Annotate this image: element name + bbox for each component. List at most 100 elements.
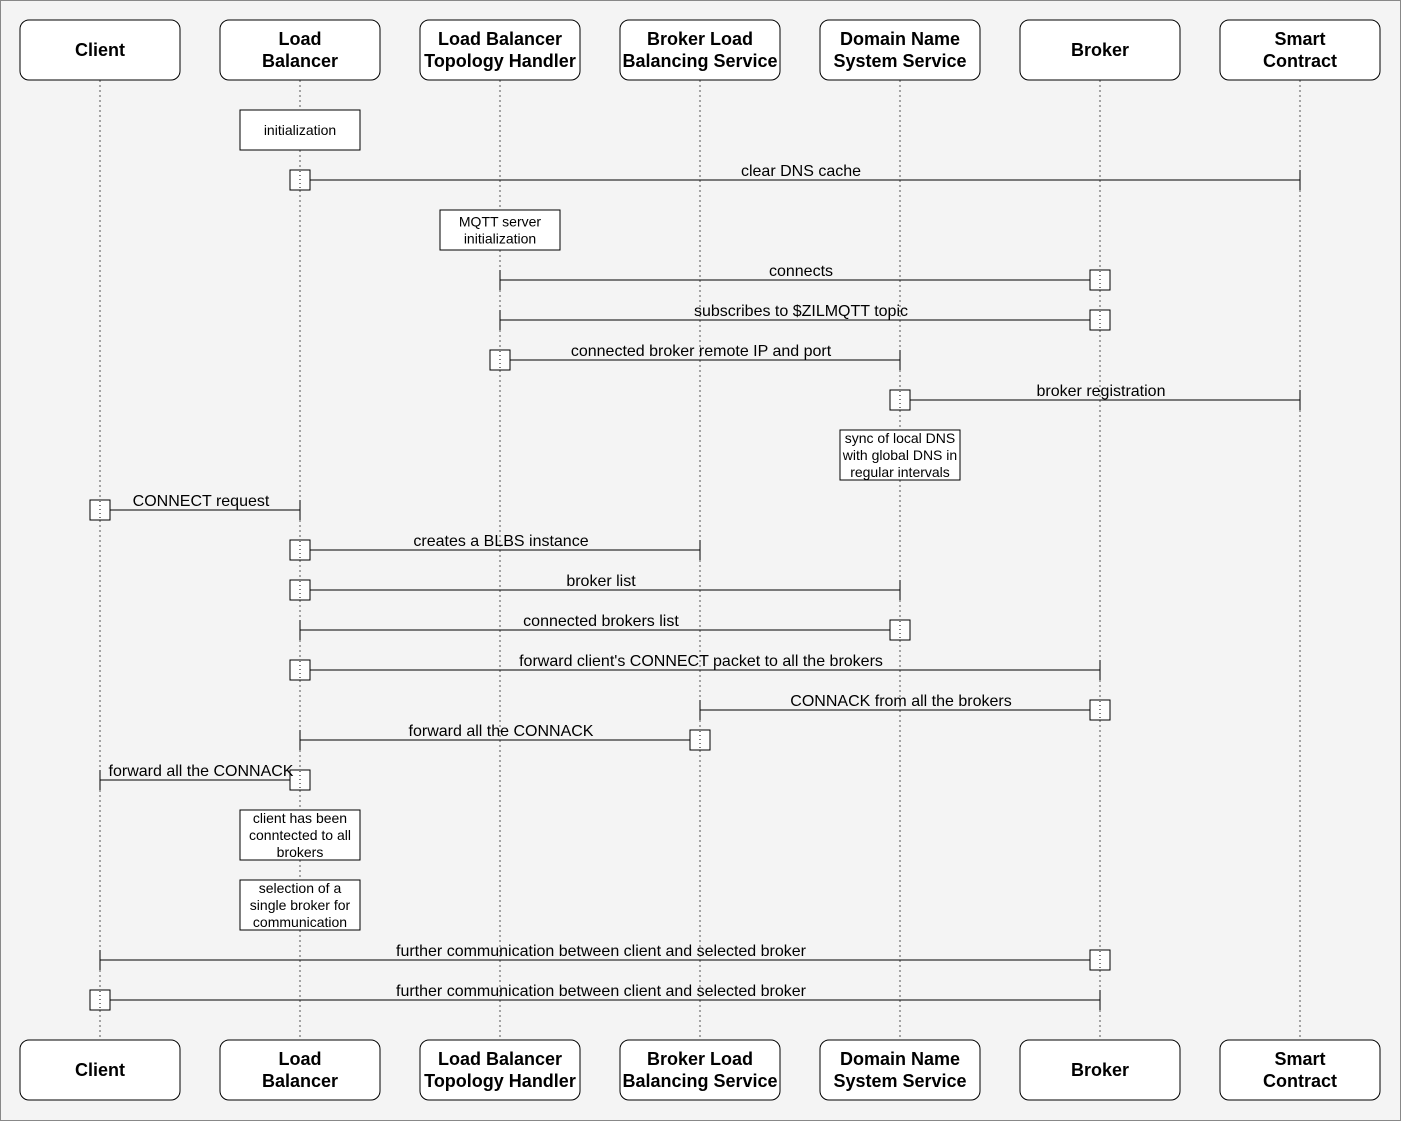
note-line: single broker for <box>250 897 351 913</box>
participant-label: Balancing Service <box>622 1071 777 1091</box>
message-label: broker registration <box>1037 383 1166 400</box>
message-label: CONNACK from all the brokers <box>790 693 1011 710</box>
message-label: connects <box>769 263 833 280</box>
message-6: broker registration <box>889 383 1301 411</box>
participant-label: Contract <box>1263 1071 1337 1091</box>
participant-label: Domain Name <box>840 29 960 49</box>
participant-label: Load Balancer <box>438 1049 562 1069</box>
participant-box <box>1019 1039 1181 1101</box>
participant-label: Broker Load <box>647 29 753 49</box>
note-box <box>239 879 361 931</box>
participant-label: System Service <box>833 51 966 71</box>
note-box <box>239 109 361 151</box>
note-line: initialization <box>464 231 536 247</box>
message-3: connects <box>499 263 1111 291</box>
participant-label: Topology Handler <box>424 1071 576 1091</box>
participant-box <box>819 19 981 81</box>
note-box <box>839 429 961 481</box>
message-label: connected brokers list <box>523 613 679 630</box>
participant-box <box>219 1039 381 1101</box>
message-label: forward all the CONNACK <box>109 763 294 780</box>
participant-box <box>619 1039 781 1101</box>
participant-box <box>1219 19 1381 81</box>
participant-top-client: Client <box>19 19 181 81</box>
message-14: forward all the CONNACK <box>299 723 711 751</box>
participant-box <box>819 1039 981 1101</box>
participant-box <box>619 19 781 81</box>
message-label: forward all the CONNACK <box>409 723 594 740</box>
participant-box <box>1019 19 1181 81</box>
message-11: connected brokers list <box>299 613 911 641</box>
message-label: creates a BLBS instance <box>413 533 588 550</box>
participant-label: Broker Load <box>647 1049 753 1069</box>
participant-label: Balancer <box>262 1071 338 1091</box>
message-9: creates a BLBS instance <box>289 533 701 561</box>
message-12: forward client's CONNECT packet to all t… <box>289 653 1101 681</box>
message-8: CONNECT request <box>89 493 301 521</box>
participant-bottom-broker: Broker <box>1019 1039 1181 1101</box>
message-label: further communication between client and… <box>396 983 807 1000</box>
participant-label: Load Balancer <box>438 29 562 49</box>
message-13: CONNACK from all the brokers <box>699 693 1111 721</box>
participant-label: Contract <box>1263 51 1337 71</box>
message-label: connected broker remote IP and port <box>571 343 832 360</box>
participant-label: Balancer <box>262 51 338 71</box>
participant-label: Load <box>279 29 322 49</box>
participant-bottom-client: Client <box>19 1039 181 1101</box>
note-box <box>439 209 561 251</box>
participant-label: Balancing Service <box>622 51 777 71</box>
note-line: sync of local DNS <box>845 430 955 446</box>
message-label: broker list <box>566 573 636 590</box>
participant-label: Broker <box>1071 40 1129 60</box>
message-label: clear DNS cache <box>741 163 861 180</box>
message-1: clear DNS cache <box>289 163 1301 191</box>
note-line: client has been <box>253 810 347 826</box>
participant-label: Client <box>75 40 125 60</box>
participant-top-broker: Broker <box>1019 19 1181 81</box>
participant-box <box>419 19 581 81</box>
participant-label: Topology Handler <box>424 51 576 71</box>
message-label: forward client's CONNECT packet to all t… <box>519 653 883 670</box>
participant-label: Smart <box>1274 1049 1325 1069</box>
participant-box <box>19 1039 181 1101</box>
note-line: with global DNS in <box>842 447 957 463</box>
participant-box <box>219 19 381 81</box>
participant-label: Broker <box>1071 1060 1129 1080</box>
message-label: CONNECT request <box>133 493 270 510</box>
note-line: conntected to all <box>249 827 351 843</box>
note-line: brokers <box>277 844 324 860</box>
note-line: selection of a <box>259 880 342 896</box>
message-19: further communication between client and… <box>89 983 1101 1011</box>
participant-label: Load <box>279 1049 322 1069</box>
message-label: subscribes to $ZILMQTT topic <box>694 303 908 320</box>
note-line: communication <box>253 914 347 930</box>
participant-label: Client <box>75 1060 125 1080</box>
participant-label: Domain Name <box>840 1049 960 1069</box>
note-line: initialization <box>264 122 336 138</box>
message-5: connected broker remote IP and port <box>489 343 901 371</box>
note-line: regular intervals <box>850 464 950 480</box>
note-0: initialization <box>239 109 361 151</box>
participant-box <box>419 1039 581 1101</box>
note-box <box>239 809 361 861</box>
message-4: subscribes to $ZILMQTT topic <box>499 303 1111 331</box>
message-10: broker list <box>289 573 901 601</box>
message-18: further communication between client and… <box>99 943 1111 971</box>
participant-label: System Service <box>833 1071 966 1091</box>
